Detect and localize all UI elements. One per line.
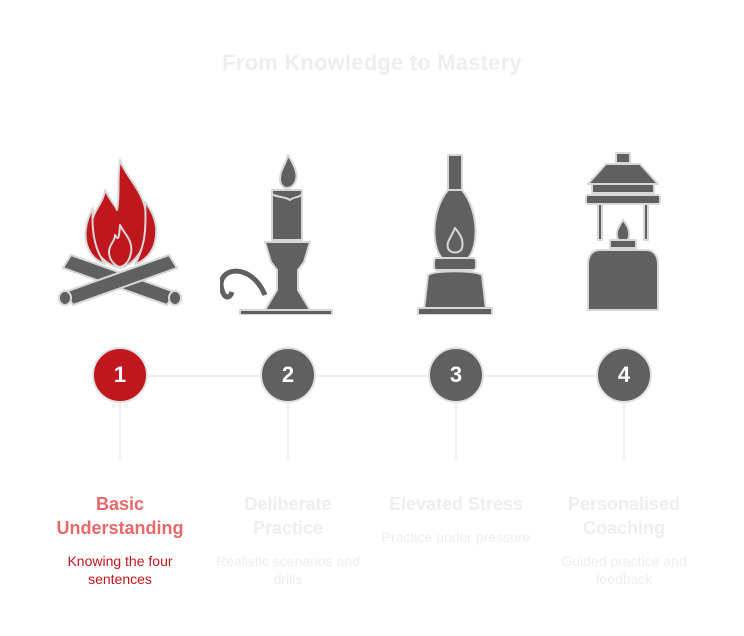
step-1-number: 1 <box>92 347 148 403</box>
lantern-icon <box>585 152 661 311</box>
step-2-description: Realistic scenarios and drills <box>216 553 360 587</box>
step-2-connector <box>287 402 289 458</box>
diagram-title: From Knowledge to Mastery <box>222 50 522 75</box>
step-3-title: Elevated Stress <box>388 494 524 514</box>
step-4-title: Personalised Coaching <box>567 494 681 538</box>
step-2-title: Deliberate Practice <box>244 494 332 538</box>
timeline-line <box>120 375 624 377</box>
step-3-number: 3 <box>428 347 484 403</box>
step-4-description: Guided practice and feedback <box>561 553 687 587</box>
step-1-description: Knowing the four sentences <box>67 553 173 587</box>
step-2-number: 2 <box>260 347 316 403</box>
step-1-connector <box>119 402 121 458</box>
candle-icon <box>220 154 333 315</box>
step-3-connector <box>455 402 457 458</box>
step-4-number: 4 <box>596 347 652 403</box>
oil-lamp-icon <box>417 154 493 315</box>
step-4-connector <box>623 402 625 458</box>
step-3-description: Practice under pressure <box>381 529 531 545</box>
campfire-icon <box>58 159 182 306</box>
step-1-title: Basic Understanding <box>56 494 184 538</box>
